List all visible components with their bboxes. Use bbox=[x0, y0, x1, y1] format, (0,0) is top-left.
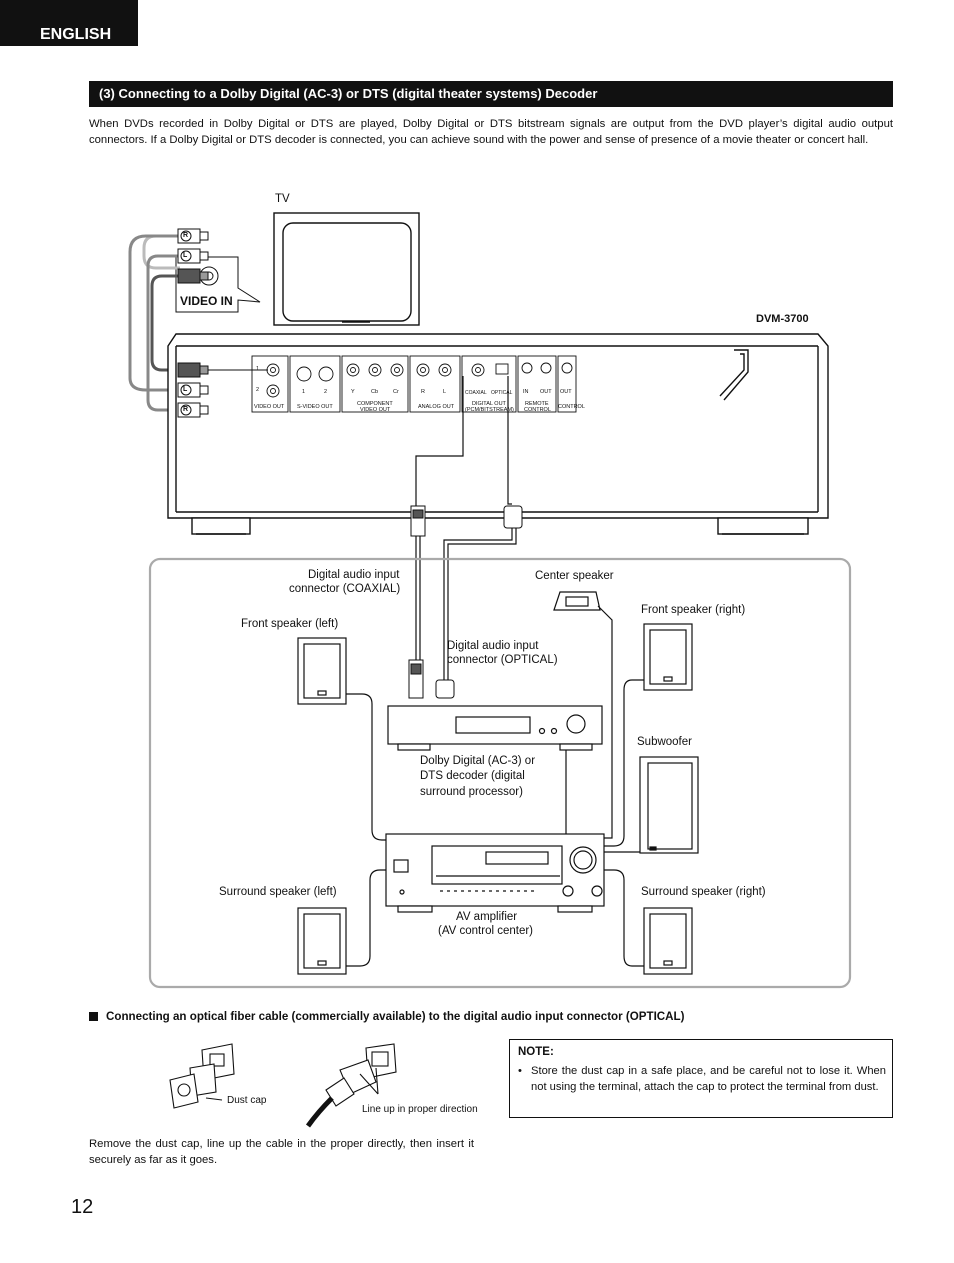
panel-num-2: 2 bbox=[256, 387, 260, 393]
optical-panel-label: OPTICAL bbox=[491, 390, 513, 396]
s-video-2-label: 2 bbox=[324, 389, 328, 395]
rca-plugs-tv bbox=[177, 228, 209, 284]
front-left-label: Front speaker (left) bbox=[241, 618, 339, 630]
language-tab: ENGLISH bbox=[0, 0, 138, 46]
s-video-1-label: 1 bbox=[302, 389, 306, 395]
surround-right-label: Surround speaker (right) bbox=[641, 886, 766, 898]
control-label: CONTROL bbox=[558, 404, 585, 410]
component-label-2: VIDEO OUT bbox=[360, 407, 391, 413]
center-speaker-label: Center speaker bbox=[535, 570, 614, 582]
decoder-label-1: Dolby Digital (AC-3) or bbox=[420, 755, 536, 767]
comp-cr-label: Cr bbox=[393, 389, 399, 395]
digital-out-label-2: (PCM/BITSTREAM) bbox=[465, 407, 514, 413]
surround-speaker-left bbox=[297, 907, 347, 975]
remote-label-2: CONTROL bbox=[524, 407, 551, 413]
note-item: • Store the dust cap in a safe place, an… bbox=[518, 1064, 886, 1095]
player-model-label: DVM-3700 bbox=[756, 313, 809, 325]
surround-left-label: Surround speaker (left) bbox=[219, 886, 337, 898]
comp-cb-label: Cb bbox=[371, 389, 379, 395]
player-jack-l-label: L bbox=[183, 386, 188, 393]
coaxial-plug-top bbox=[410, 505, 426, 537]
tv-jack-l-label: L bbox=[183, 252, 188, 259]
coaxial-label-1: Digital audio input bbox=[308, 569, 400, 581]
square-bullet-icon bbox=[89, 1012, 98, 1021]
comp-y-label: Y bbox=[351, 389, 355, 395]
speaker-wiring bbox=[346, 605, 644, 967]
subwoofer-label: Subwoofer bbox=[637, 736, 692, 748]
tv-jack-r-label: R bbox=[183, 232, 189, 239]
av-amp-label-2: (AV control center) bbox=[438, 925, 534, 937]
dust-cap-label: Dust cap bbox=[227, 1095, 267, 1106]
remove-dust-cap-text: Remove the dust cap, line up the cable i… bbox=[89, 1138, 474, 1166]
note-text: Store the dust cap in a safe place, and … bbox=[531, 1065, 886, 1093]
optical-heading-text: Connecting an optical fiber cable (comme… bbox=[106, 1010, 685, 1023]
front-right-label: Front speaker (right) bbox=[641, 604, 746, 616]
analog-r-label: R bbox=[421, 389, 425, 395]
intro-paragraph: When DVDs recorded in Dolby Digital or D… bbox=[89, 118, 893, 146]
analog-out-label: ANALOG OUT bbox=[418, 404, 455, 410]
optical-heading: Connecting an optical fiber cable (comme… bbox=[89, 1010, 684, 1023]
component-label-1: COMPONENT bbox=[357, 401, 393, 407]
note-box: NOTE: • Store the dust cap in a safe pla… bbox=[509, 1039, 893, 1118]
optical-plug-illustration bbox=[305, 1043, 397, 1128]
speaker-system-frame bbox=[148, 557, 852, 989]
note-bullet: • bbox=[518, 1065, 522, 1077]
rear-panel-connectors bbox=[251, 355, 577, 413]
optical-label-1: Digital audio input bbox=[447, 640, 539, 652]
page-number: 12 bbox=[71, 1196, 94, 1218]
language-tab-label: ENGLISH bbox=[40, 26, 112, 43]
av-amp-label-1: AV amplifier bbox=[456, 911, 518, 923]
decoder-unit bbox=[387, 705, 603, 751]
note-title: NOTE: bbox=[518, 1046, 554, 1058]
coaxial-label-2: connector (COAXIAL) bbox=[289, 583, 401, 595]
rca-plugs-player bbox=[177, 362, 209, 418]
player-jack-r-label: R bbox=[183, 406, 189, 413]
analog-l-label: L bbox=[443, 389, 447, 395]
front-speaker-right bbox=[643, 623, 693, 691]
surround-speaker-right bbox=[643, 907, 693, 975]
tv-icon bbox=[273, 212, 420, 326]
decoder-label-2: DTS decoder (digital bbox=[420, 770, 525, 782]
dust-cap-illustration bbox=[169, 1043, 235, 1109]
front-speaker-left bbox=[297, 637, 347, 705]
section-title: (3) Connecting to a Dolby Digital (AC-3)… bbox=[89, 81, 893, 107]
decoder-plugs bbox=[408, 659, 455, 699]
remote-out-label: OUT bbox=[540, 389, 552, 395]
optical-plug-top bbox=[503, 505, 523, 529]
decoder-label-3: surround processor) bbox=[420, 786, 523, 798]
rca-cables-tv bbox=[128, 234, 180, 412]
s-video-out-label: S-VIDEO OUT bbox=[297, 404, 333, 410]
subwoofer bbox=[639, 756, 699, 854]
coaxial-panel-label: COAXIAL bbox=[465, 390, 487, 396]
video-out-label: VIDEO OUT bbox=[254, 404, 285, 410]
av-amplifier bbox=[385, 833, 605, 913]
remote-label-1: REMOTE bbox=[525, 401, 549, 407]
control-out-label: OUT bbox=[560, 389, 572, 395]
remote-in-label: IN bbox=[523, 389, 529, 395]
line-up-label: Line up in proper direction bbox=[362, 1104, 478, 1115]
digital-out-label-1: DIGITAL OUT bbox=[472, 401, 506, 407]
video-in-label: VIDEO IN bbox=[180, 294, 233, 308]
optical-label-2: connector (OPTICAL) bbox=[447, 654, 558, 666]
panel-num-1: 1 bbox=[256, 366, 260, 372]
tv-label: TV bbox=[275, 193, 290, 205]
digital-cables bbox=[415, 376, 517, 680]
center-speaker bbox=[553, 591, 601, 611]
